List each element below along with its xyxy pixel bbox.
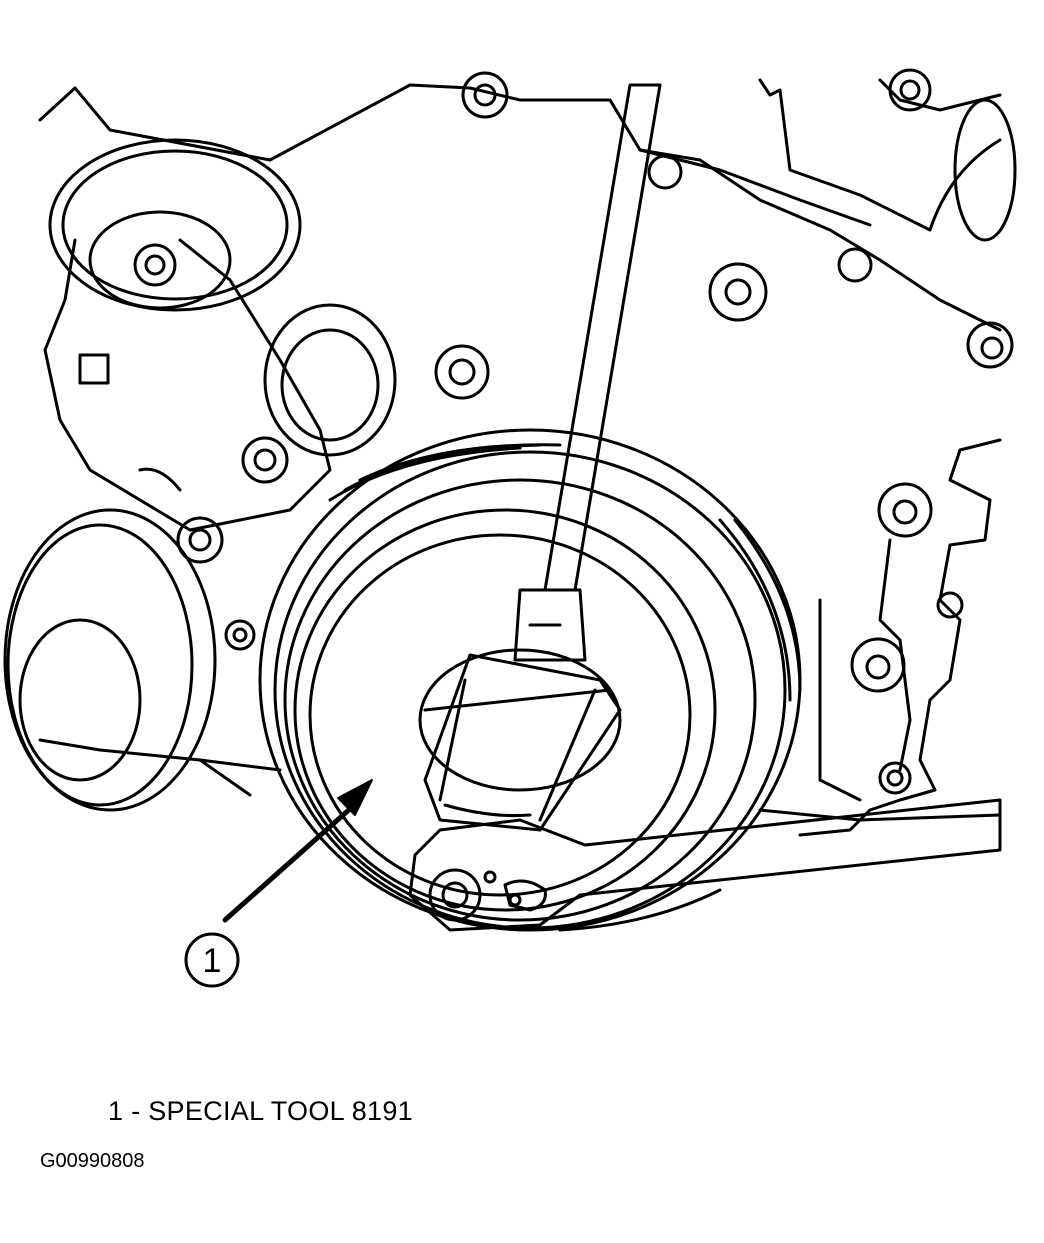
engine-front-illustration: 1 — [3, 68, 1017, 988]
legend-item-1: 1 - SPECIAL TOOL 8191 — [108, 1096, 413, 1127]
callout-arrow — [222, 779, 373, 923]
figure-id: G00990808 — [40, 1150, 145, 1172]
cover-bolts — [434, 68, 1017, 795]
belt-tensioner — [43, 238, 397, 564]
lower-left-pulley — [3, 508, 256, 812]
callout-number: 1 — [203, 942, 222, 980]
legend-number: 1 — [108, 1096, 124, 1126]
legend-text: SPECIAL TOOL 8191 — [148, 1096, 414, 1126]
idler-pulley-upper — [48, 138, 302, 312]
ratchet-wrench — [408, 798, 1002, 932]
legend-separator: - — [131, 1096, 141, 1126]
crankshaft-damper — [258, 428, 802, 932]
special-tool-8191 — [423, 653, 622, 832]
callout-1: 1 — [184, 932, 240, 988]
extension-bar — [513, 83, 662, 662]
